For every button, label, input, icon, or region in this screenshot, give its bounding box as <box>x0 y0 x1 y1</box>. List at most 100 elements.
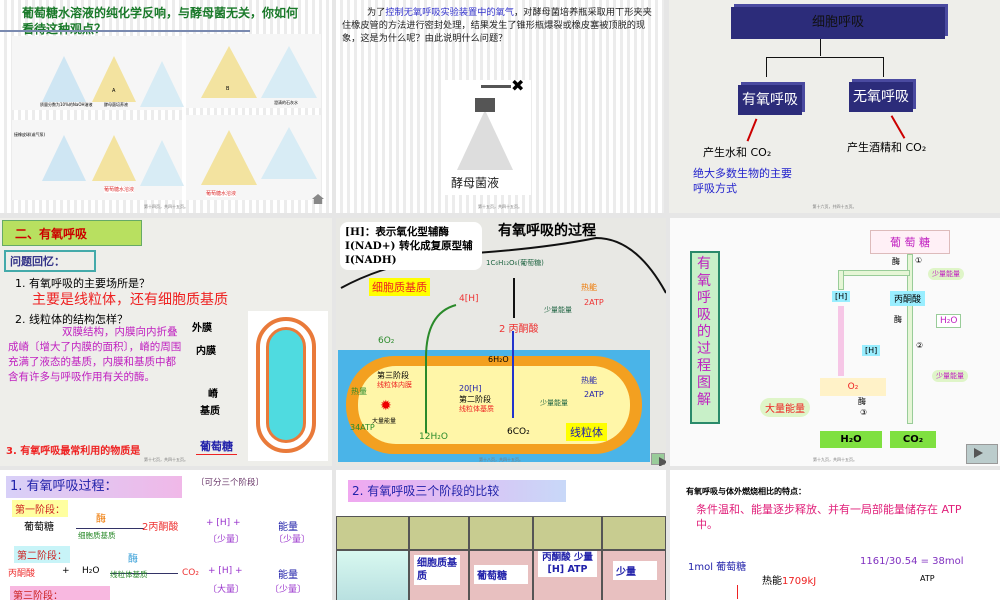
cytoplasm-label: 细胞质基质 <box>369 278 430 296</box>
note: 绝大多数生物的主要呼吸方式 <box>693 167 792 195</box>
slide-thumbnail-16[interactable]: 细胞呼吸 有氧呼吸 无氧呼吸 产生水和 CO₂ 产生酒精和 CO₂ 绝大多数生物… <box>669 0 1000 213</box>
pyruvate-label: 2 丙酮酸 <box>499 324 539 335</box>
o2-box: O₂ <box>820 378 886 396</box>
step-2: ② <box>916 341 924 350</box>
aerobic-product: 产生水和 CO₂ <box>703 146 772 159</box>
recall-label: 问题回忆： <box>4 250 96 272</box>
home-icon[interactable] <box>312 194 324 204</box>
slide-thumbnail-18[interactable]: 有氧呼吸的过程 [H]：表示氧化型辅酶 I(NAD+) 转化成复原型辅 I(NA… <box>336 218 666 466</box>
slide-thumbnail-15[interactable]: 为了控制无氧呼吸实验装置中的氧气，对酵母菌培养瓶采取用丅形夹夹住橡皮管的方法进行… <box>336 0 664 213</box>
next-slide-button[interactable] <box>966 444 998 464</box>
anaerobic-box: 无氧呼吸 <box>849 82 913 112</box>
answer-1: 主要是线粒体，还有细胞质基质 <box>32 292 228 308</box>
key-point: 条件温和、能量逐步释放、并有一局部能量储存在 ATP 中。 <box>696 503 962 531</box>
matrix-label: 线粒体基质 <box>110 570 148 579</box>
pyruvate-box: 丙酮酸 <box>890 291 926 306</box>
slide-title: 1. 有氧呼吸过程： <box>6 476 182 498</box>
slide-thumbnail-20[interactable]: 1. 有氧呼吸过程： 〔可分三个阶段〕 第一阶段： 葡萄糖 酶 细胞质基质 2丙… <box>0 470 332 600</box>
text-post: ，对酵母菌培养瓶采取用丅形夹夹住橡皮管的方法进行密封处理，结果发生了锥形瓶爆裂或… <box>342 7 652 44</box>
little-energy2-label: 少量能量 <box>540 399 568 407</box>
step-3: ③ <box>860 408 868 417</box>
pyruvate2: 2丙酮酸 <box>142 522 179 533</box>
mitochondrion-label: 线粒体 <box>566 423 607 441</box>
question-line1: 葡萄糖水溶液的纯化学反响，与酵母菌无关，你如何 <box>22 6 299 20</box>
slide-thumbnail-21[interactable]: 2. 有氧呼吸三个阶段的比较 细胞质基质 葡萄糖 丙酮酸 少量 [H] ATP … <box>336 470 666 600</box>
question-3: 3. 有氧呼吸最常利用的物质是 <box>6 446 141 457</box>
slide-thumbnail-17[interactable]: 二、有氧呼吸 问题回忆： 1. 有氧呼吸的主要场所是？ 主要是线粒体，还有细胞质… <box>0 218 332 466</box>
label-pump: 接橡皮球(或气泵) <box>14 132 46 137</box>
aerobic-box: 有氧呼吸 <box>738 85 802 115</box>
table-cell: 细胞质基质 <box>409 550 469 600</box>
little-energy-2: 少量能量 <box>932 370 968 382</box>
plus-h-2: + [H] + <box>208 566 243 576</box>
row-label-cell <box>336 550 409 600</box>
header-cell-3 <box>469 516 533 550</box>
header-cell-1 <box>336 516 409 550</box>
label-outer-membrane: 外膜 <box>192 323 212 334</box>
h2o6-label: 6H₂O <box>488 355 509 364</box>
h20-label: 20[H] <box>459 384 482 393</box>
down-arrow <box>737 585 738 599</box>
label-glucose-2: 葡萄糖水溶液 <box>206 190 237 197</box>
page-footer: 第十六页，共四十五页。 <box>812 204 857 209</box>
header-cell-4 <box>533 516 602 550</box>
stage1-label: 第一阶段： <box>12 500 68 517</box>
product-value: 丙酮酸 少量 [H] ATP <box>538 551 597 577</box>
label-naoh: 质量分数为10%的NaOH溶液 <box>40 102 93 107</box>
stage3-label: 第三阶段 <box>377 371 409 380</box>
text-highlight: 控制无氧呼吸实验装置中的氧气 <box>385 7 514 18</box>
vertical-title-box <box>690 251 720 424</box>
arrow-left <box>746 118 758 142</box>
question-2: 2. 线粒体的结构怎样？ <box>15 313 128 326</box>
atp-calc: 1161/30.54 = 38mol <box>860 556 964 567</box>
flask-label: 酵母菌液 <box>451 176 500 190</box>
label-b: B <box>226 86 230 92</box>
next-slide-button[interactable] <box>651 453 666 466</box>
atp2-label: 2ATP <box>584 298 604 307</box>
heat-text: 热能1709kJ <box>762 572 816 587</box>
answer-2: 双膜结构，内膜向内折叠成嵴〔增大了内膜的面积〕，嵴的周围充满了液态的基质，内膜和… <box>8 326 182 383</box>
atp2b-label: 2ATP <box>584 390 604 399</box>
burst-icon: ✹ <box>380 398 392 414</box>
main-arrow <box>907 254 913 424</box>
h-box-2: [H] <box>862 345 881 356</box>
label-a: A <box>112 88 116 94</box>
heat-label: 热能 <box>762 576 782 587</box>
text-pre: 为了 <box>367 7 386 18</box>
heat2-label: 热能 <box>581 376 597 385</box>
question-line2: 看待这种观点？ <box>22 22 107 36</box>
stage2-label: 第二阶段 <box>459 395 491 404</box>
heat3-label: 热量 <box>351 387 367 396</box>
inner-membrane-label: 线粒体内膜 <box>377 381 412 389</box>
flask-figure: ✖ 酵母菌液 <box>441 76 531 195</box>
page-footer: 第十五页，共四十五页。 <box>478 204 522 209</box>
apparatus-figure-2: B 澄清的石灰水 <box>186 34 321 108</box>
slide-thumbnail-22[interactable]: 有氧呼吸与体外燃烧相比的特点： 条件温和、能量逐步释放、并有一局部能量储存在 A… <box>670 470 1000 600</box>
plus-h-1: + [H] + <box>206 518 241 528</box>
slide-thumbnail-14[interactable]: 葡萄糖水溶液的纯化学反响，与酵母菌无关，你如何 看待这种观点？ A 质量分数为1… <box>0 0 332 213</box>
big-energy: 大量能量 <box>760 398 810 417</box>
page-footer: 第十七页，共四十五页。 <box>144 457 188 462</box>
arrow-right <box>890 115 906 139</box>
slide-thumbnail-19[interactable]: 有氧呼吸的过程图解 葡 萄 糖 酶 ① 少量能量 [H] 丙酮酸 酶 H₂O ②… <box>670 218 1000 466</box>
co2: CO₂ <box>182 568 199 578</box>
divider <box>0 30 250 32</box>
h-box-1: [H] <box>832 291 851 302</box>
anaerobic-product: 产生酒精和 CO₂ <box>847 141 927 154</box>
enzyme-2: 酶 <box>128 554 138 565</box>
label-crista: 嵴 <box>208 389 218 400</box>
mitochondrion-figure <box>248 311 328 461</box>
page-footer: 第十九页，共四十五页。 <box>813 457 857 462</box>
glucose-label: 1C₆H₁₂O₆(葡萄糖) <box>486 259 544 267</box>
co2-label: 6CO₂ <box>507 427 530 437</box>
little-2: 〔少量〕 <box>274 535 311 545</box>
vertical-title: 有氧呼吸的过程图解 <box>697 256 711 408</box>
table-cell: 少量 <box>602 550 666 600</box>
label-yeast: 酵母菌培养液 <box>104 102 128 107</box>
energy-1: 能量 <box>278 522 298 533</box>
o2-label: 6O₂ <box>378 336 395 346</box>
little-3: 〔少量〕 <box>270 585 307 595</box>
header-cell-5 <box>602 516 666 550</box>
question-text: 为了控制无氧呼吸实验装置中的氧气，对酵母菌培养瓶采取用丅形夹夹住橡皮管的方法进行… <box>342 6 660 45</box>
glucose: 葡萄糖 <box>24 522 54 533</box>
